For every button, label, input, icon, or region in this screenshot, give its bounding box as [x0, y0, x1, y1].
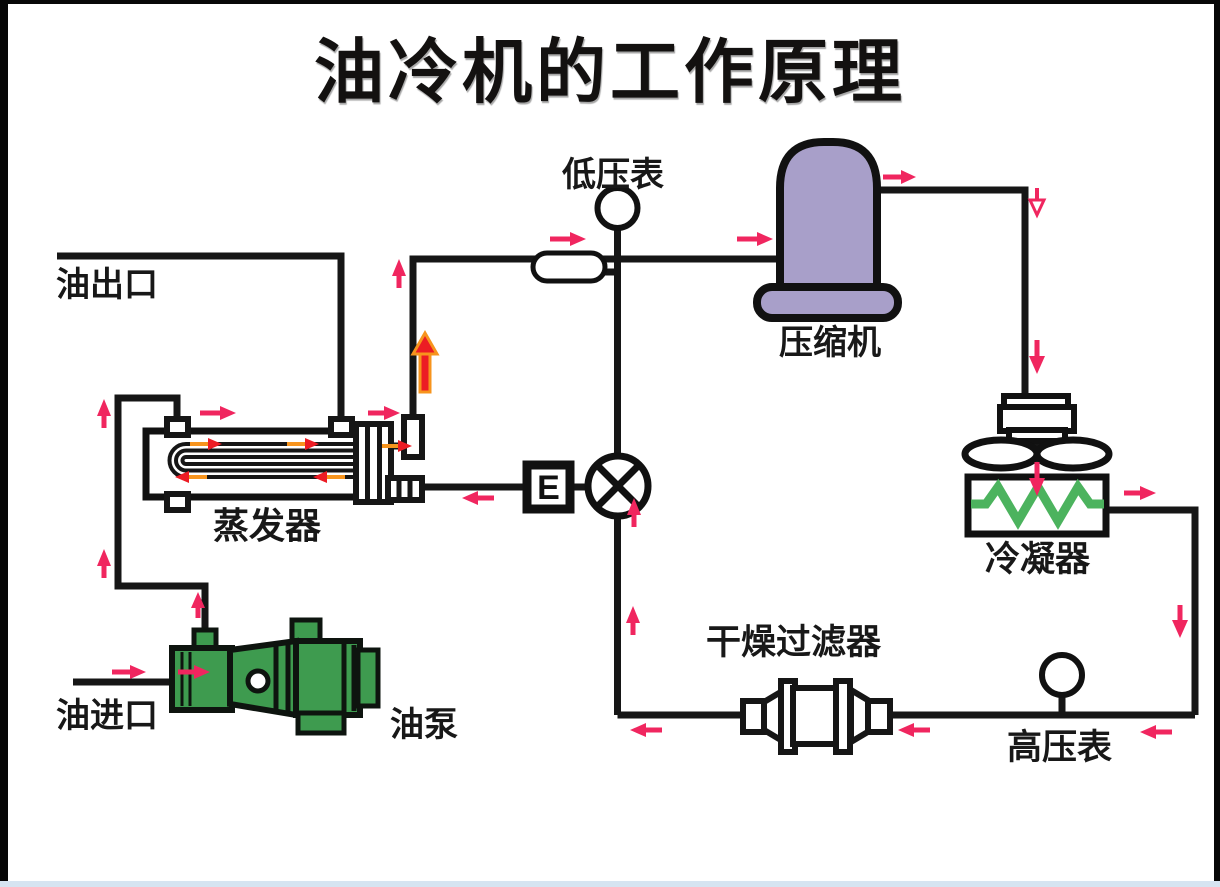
flow-arrow: [382, 440, 412, 452]
liquid-pipe-right: [1103, 506, 1199, 715]
evap-outlet-stub: [401, 414, 425, 460]
label-oil-inlet: 油进口: [56, 697, 158, 735]
compressor: [753, 138, 902, 322]
drier-filter: [740, 678, 893, 755]
flow-arrow: [287, 438, 319, 450]
diagram-title: 油冷机的工作原理: [314, 33, 906, 111]
flow-arrow: [200, 406, 236, 420]
low-pressure-gauge: [594, 185, 641, 231]
flow-arrow: [175, 471, 207, 483]
label-drier-filter: 干燥过滤器: [706, 623, 882, 662]
flow-arrow: [1140, 725, 1172, 739]
flow-arrow: [112, 665, 146, 679]
frame-border-right: [1214, 0, 1220, 881]
flow-arrow: [392, 259, 406, 288]
flow-arrow: [191, 592, 205, 618]
oil-pump: [169, 617, 381, 736]
label-high-pressure-gauge: 高压表: [1007, 728, 1113, 767]
flow-arrow: [462, 491, 494, 505]
suction-muffler: [530, 250, 608, 284]
expansion-valve-e-box: E: [522, 460, 575, 514]
flow-arrow: [190, 438, 222, 450]
condenser: [964, 473, 1110, 538]
condenser-fan: [961, 393, 1113, 472]
flow-arrow: [97, 399, 111, 428]
evap-inlet-flange: [385, 475, 425, 503]
fan-blade-right: [1033, 436, 1113, 472]
label-low-pressure-gauge: 低压表: [562, 156, 664, 194]
label-condenser: 冷凝器: [985, 540, 1091, 579]
label-evaporator: 蒸发器: [213, 505, 322, 546]
flow-arrow-hollow: [1027, 188, 1047, 219]
flow-arrow: [97, 549, 111, 578]
flow-arrows-pink: [97, 170, 1188, 739]
flow-arrow: [737, 232, 773, 246]
oil-return-pipe: [114, 394, 209, 634]
flow-arrow: [1124, 486, 1156, 500]
e-box-letter: E: [537, 469, 560, 507]
fan-blade-left: [961, 436, 1041, 472]
flow-arrow: [1029, 462, 1045, 496]
high-pressure-gauge: [1039, 652, 1085, 698]
solenoid-valve: [584, 452, 652, 520]
evap-nozzle-top-right: [328, 416, 355, 438]
frame-border-top: [0, 0, 1220, 4]
flow-arrow: [627, 498, 641, 527]
frame-border-bottom: [0, 881, 1220, 887]
frame-border-left: [0, 0, 8, 881]
flow-arrow: [1172, 605, 1188, 638]
flow-arrow: [178, 665, 210, 679]
evap-nozzle-bottom-left: [164, 491, 191, 513]
flow-arrow: [626, 606, 640, 635]
big-flow-arrow: [410, 329, 440, 394]
flow-arrow: [550, 232, 586, 246]
oil-outlet-pipe: [57, 252, 345, 420]
label-compressor: 压缩机: [779, 324, 881, 362]
flow-arrow: [1029, 340, 1045, 374]
label-oil-outlet: 油出口: [56, 266, 158, 304]
discharge-pipe: [872, 186, 1029, 398]
flow-arrow: [630, 723, 662, 737]
label-oil-pump: 油泵: [390, 706, 458, 744]
flow-arrow: [313, 471, 345, 483]
evap-nozzle-top-left: [164, 416, 191, 438]
suction-pipe: [409, 255, 782, 420]
flow-arrows-oil: [175, 438, 412, 483]
evaporator: [142, 414, 425, 513]
flow-arrow: [883, 170, 916, 184]
pump-sight-port: [245, 668, 271, 694]
flow-arrow: [368, 406, 400, 420]
flow-arrow: [898, 723, 930, 737]
